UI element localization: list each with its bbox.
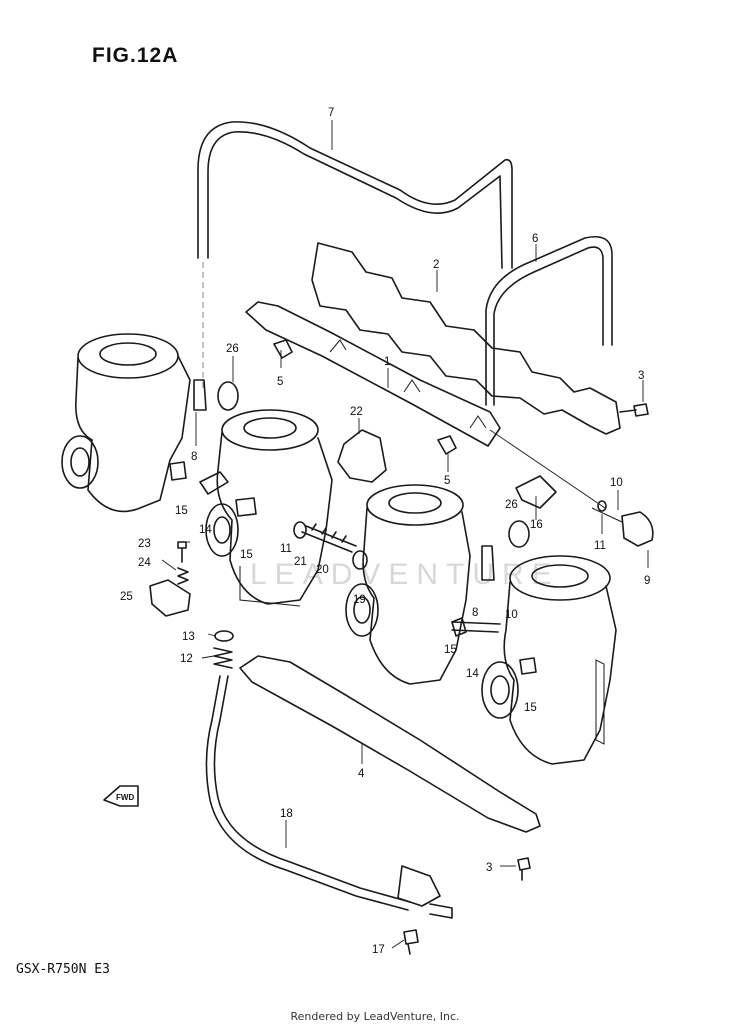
callout: 5 (277, 376, 283, 388)
carburetor-2[interactable] (205, 409, 333, 607)
callout: 9 (644, 575, 650, 587)
callout: 14 (199, 524, 212, 536)
callout: 8 (191, 451, 197, 463)
callout: 15 (175, 505, 188, 517)
callout: 26 (505, 499, 518, 511)
callout-labels: 7 6 2 1 3 26 5 22 8 15 14 15 11 21 20 19… (120, 107, 650, 956)
part-8-tube[interactable] (193, 379, 495, 581)
callout: 3 (486, 862, 492, 874)
callout: 5 (444, 475, 450, 487)
callout: 11 (280, 543, 292, 555)
part-16-bracket[interactable] (515, 475, 557, 509)
part-22-joint[interactable] (337, 429, 387, 483)
forward-arrow: FWD (103, 785, 139, 807)
callout: 15 (524, 702, 537, 714)
callout: 2 (433, 259, 439, 271)
part-23-screw[interactable] (177, 541, 187, 563)
render-credit: Rendered by LeadVenture, Inc. (290, 1010, 460, 1023)
part-9-knob[interactable] (621, 511, 654, 547)
callout: 15 (240, 549, 253, 561)
callout: 10 (505, 609, 518, 621)
callout: 19 (353, 594, 366, 606)
svg-text:FWD: FWD (116, 793, 134, 802)
leader-lines (161, 120, 649, 949)
callout: 4 (358, 768, 365, 780)
callout: 14 (466, 668, 479, 680)
figure-title: FIG.12A (92, 44, 179, 67)
part-19-ring[interactable] (352, 550, 368, 570)
callout: 25 (120, 591, 133, 603)
part-7-vent-hose[interactable] (197, 121, 513, 269)
carburetor-1[interactable] (61, 333, 191, 513)
part-5-clip[interactable] (273, 339, 457, 455)
part-14-adjuster[interactable] (199, 471, 501, 633)
part-1-link-shaft[interactable] (245, 301, 501, 447)
callout: 23 (138, 538, 151, 550)
callout: 20 (316, 564, 329, 576)
callout: 24 (138, 557, 151, 569)
part-4-lower-bar[interactable] (239, 655, 541, 833)
callout: 22 (350, 406, 363, 418)
callout: 3 (638, 370, 644, 382)
callout: 16 (530, 519, 543, 531)
part-17-bolt[interactable] (403, 929, 419, 955)
callout: 6 (532, 233, 538, 245)
callout: 21 (294, 556, 307, 568)
part-24-spring[interactable] (177, 567, 189, 585)
part-26-ring[interactable] (217, 381, 239, 411)
part-13-washer[interactable] (214, 630, 234, 642)
part-12-spring[interactable] (213, 647, 233, 669)
part-18-choke-cable[interactable] (205, 675, 411, 911)
part-25-plunger[interactable] (149, 579, 191, 617)
callout: 10 (610, 477, 623, 489)
callout: 18 (280, 808, 293, 820)
callout: 8 (472, 607, 478, 619)
callout: 1 (384, 356, 390, 368)
part-6-vent-hose[interactable] (485, 236, 613, 406)
part-2-bracket-plate[interactable] (311, 242, 621, 435)
carburetor-4[interactable] (481, 555, 617, 765)
callout: 12 (180, 653, 193, 665)
callout: 26 (226, 343, 239, 355)
part-21-ring[interactable] (293, 521, 307, 539)
part-15-screws[interactable] (169, 461, 537, 675)
callout: 7 (328, 107, 334, 119)
callout: 11 (594, 540, 606, 552)
model-code: GSX-R750N E3 (16, 962, 110, 977)
part-3-bolt[interactable] (517, 403, 649, 881)
watermark-text: LEADVENTURE (250, 558, 560, 591)
part-20-spring[interactable] (301, 523, 357, 553)
callout: 15 (444, 644, 457, 656)
callout: 17 (372, 944, 385, 956)
callout: 13 (182, 631, 195, 643)
